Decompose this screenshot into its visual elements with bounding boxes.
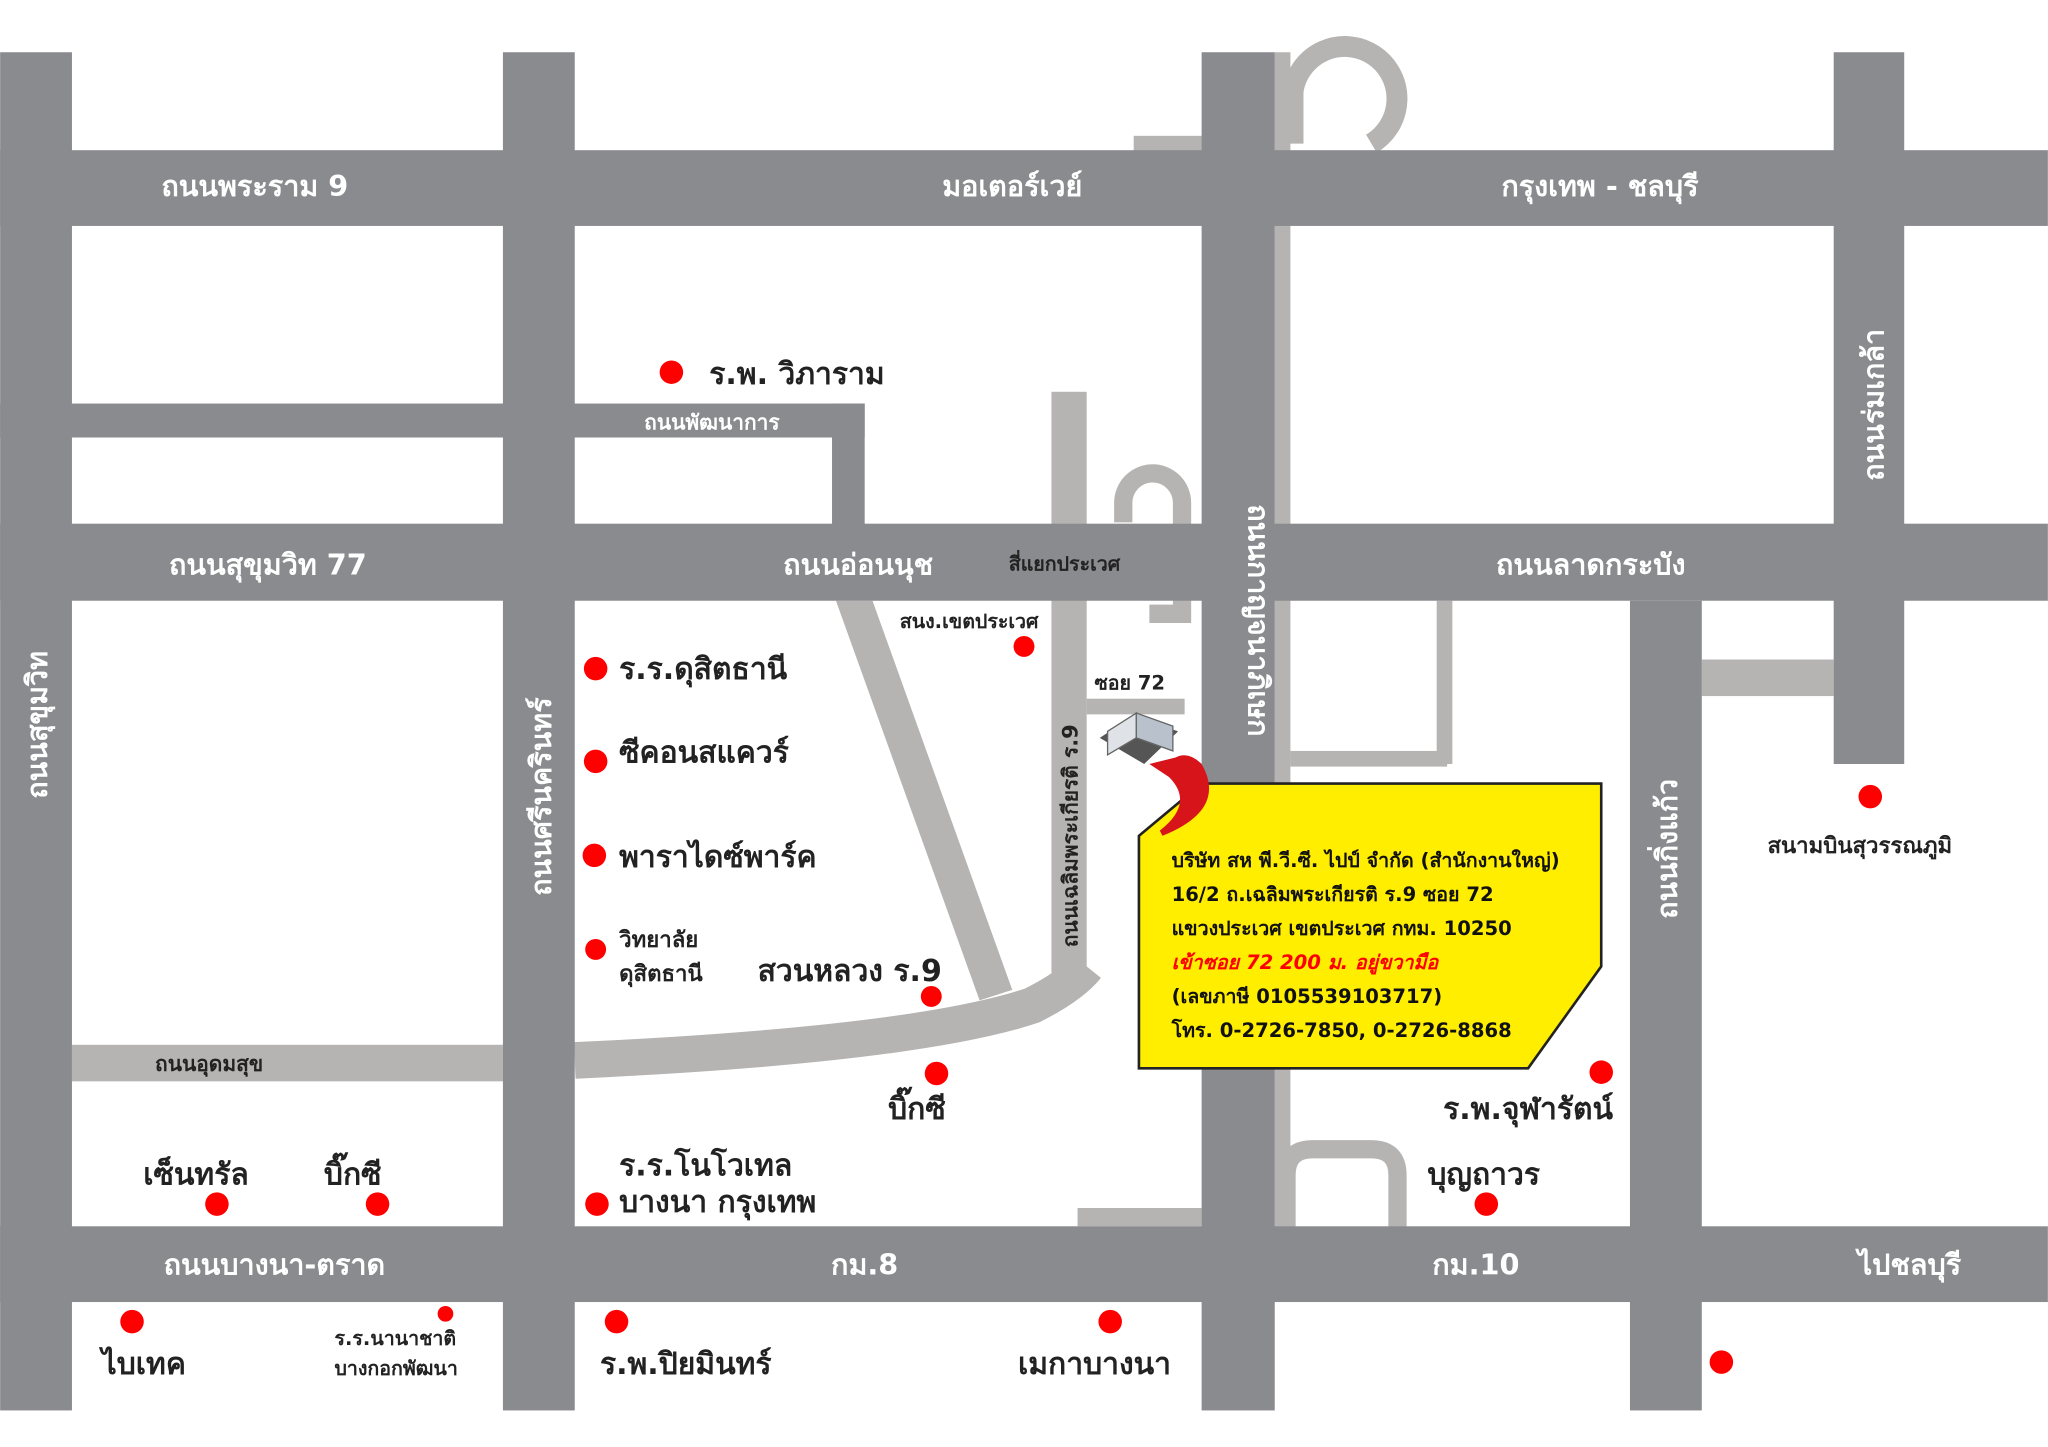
- info-directions: เข้าซอย 72 200 ม. อยู่ขวามือ: [1172, 951, 1440, 975]
- road-kanchanaphisek-label: ถนนกาญจนาภิเษก: [1241, 504, 1276, 736]
- place-bigc1: บิ๊กซี: [888, 1086, 946, 1127]
- place-central: เซ็นทรัล: [143, 1156, 248, 1193]
- place-chularat: ร.พ.จุฬารัตน์: [1443, 1092, 1613, 1128]
- place-prawet-office: สนง.เขตประเวศ: [900, 610, 1039, 633]
- info-tax-id: (เลขภาษี 0105539103717): [1172, 985, 1443, 1008]
- marker-seacon[interactable]: [583, 749, 608, 774]
- place-piyamin: ร.พ.ปิยมินทร์: [600, 1347, 772, 1382]
- marker-dusit-college[interactable]: [585, 938, 607, 960]
- marker-vibharam[interactable]: [659, 360, 684, 384]
- pointer-arrow-icon: [1149, 755, 1210, 836]
- road-motorway-label: มอเตอร์เวย์: [942, 169, 1082, 203]
- marker-bitec[interactable]: [120, 1309, 144, 1334]
- place-bigc2: บิ๊กซี: [324, 1152, 382, 1193]
- place-intl-school-1: ร.ร.นานาชาติ: [334, 1327, 456, 1350]
- siyaek-prawet-label: สี่แยกประเวศ: [1009, 550, 1121, 576]
- marker-suanluang[interactable]: [920, 985, 942, 1007]
- place-dusit-school: ร.ร.ดุสิตธานี: [619, 652, 788, 688]
- road-phatthanakan-label: ถนนพัฒนาการ: [644, 411, 780, 435]
- road-km8-label: กม.8: [831, 1248, 898, 1282]
- marker-piyamin[interactable]: [604, 1309, 629, 1334]
- road-rama9-label: ถนนพระราม 9: [161, 169, 348, 203]
- place-bunthavorn: บุญถาวร: [1427, 1158, 1540, 1194]
- place-novotel-2: บางนา กรุงเทพ: [619, 1185, 816, 1221]
- marker-bigc1[interactable]: [924, 1061, 949, 1086]
- road-udomsuk-label: ถนนอุดมสุข: [155, 1052, 263, 1077]
- road-latkrabang-label: ถนนลาดกระบัง: [1496, 548, 1686, 582]
- place-markers: [120, 360, 1883, 1374]
- place-paradise: พาราไดซ์พาร์ค: [619, 839, 816, 875]
- place-vibharam: ร.พ. วิภาราม: [709, 357, 884, 392]
- marker-intl-school[interactable]: [437, 1305, 454, 1322]
- place-intl-school-2: บางกอกพัฒนา: [334, 1357, 457, 1380]
- minor-roads: [71, 36, 1834, 1228]
- marker-chularat[interactable]: [1589, 1060, 1613, 1084]
- road-onnut-label: ถนนอ่อนนุช: [783, 548, 933, 583]
- info-phone: โทร. 0-2726-7850, 0-2726-8868: [1171, 1018, 1512, 1042]
- place-dusit-college-2: ดุสิตธานี: [619, 961, 703, 988]
- place-bitec: ไบเทค: [99, 1346, 186, 1382]
- place-seacon: ซีคอนสแควร์: [619, 736, 789, 771]
- road-chaloem-label: ถนนเฉลิมพระเกียรติ ร.9: [1059, 724, 1083, 947]
- info-address1: 16/2 ถ.เฉลิมพระเกียรติ ร.9 ซอย 72: [1172, 883, 1494, 906]
- company-info-box: บริษัท สห พี.วี.ซี. ไปป์ จำกัด (สำนักงาน…: [1137, 755, 1603, 1070]
- marker-airport[interactable]: [1858, 784, 1883, 809]
- soi72-label: ซอย 72: [1094, 672, 1165, 695]
- road-sukhumvit-label: ถนนสุขุมวิท: [20, 651, 55, 799]
- marker-paradise[interactable]: [582, 843, 607, 868]
- info-address2: แขวงประเวศ เขตประเวศ กทม. 10250: [1172, 917, 1512, 940]
- place-novotel-1: ร.ร.โนโวเทล: [619, 1146, 792, 1183]
- company-building-icon: [1099, 711, 1179, 764]
- road-km10-label: กม.10: [1432, 1248, 1519, 1282]
- marker-unlabeled[interactable]: [1709, 1350, 1734, 1374]
- main-roads: [0, 52, 2048, 1411]
- place-suanluang: สวนหลวง ร.9: [758, 954, 942, 989]
- marker-bigc2[interactable]: [365, 1192, 390, 1216]
- road-to-chonburi-label: ไปชลบุรี: [1855, 1248, 1962, 1283]
- marker-mega[interactable]: [1098, 1309, 1122, 1334]
- marker-central[interactable]: [205, 1192, 229, 1216]
- road-kingkaew-label: ถนนกิ่งแก้ว: [1646, 779, 1684, 919]
- marker-novotel[interactable]: [585, 1192, 609, 1216]
- road-bkk-chonburi-label: กรุงเทพ - ชลบุรี: [1501, 169, 1699, 204]
- road-srinakarin-label: ถนนศรีนครินทร์: [524, 697, 558, 896]
- marker-dusit-school[interactable]: [583, 656, 608, 681]
- info-company: บริษัท สห พี.วี.ซี. ไปป์ จำกัด (สำนักงาน…: [1172, 848, 1560, 872]
- place-dusit-college-1: วิทยาลัย: [619, 927, 699, 953]
- place-airport: สนามบินสุวรรณภูมิ: [1767, 833, 1952, 860]
- road-sukhumvit77-label: ถนนสุขุมวิท 77: [169, 548, 367, 583]
- place-mega: เมกาบางนา: [1018, 1347, 1171, 1382]
- road-romklao-label: ถนนร่มเกล้า: [1856, 329, 1890, 481]
- marker-bunthavorn[interactable]: [1474, 1192, 1499, 1216]
- marker-prawet-office[interactable]: [1013, 636, 1035, 657]
- road-bangna-trat-label: ถนนบางนา-ตราด: [164, 1248, 386, 1282]
